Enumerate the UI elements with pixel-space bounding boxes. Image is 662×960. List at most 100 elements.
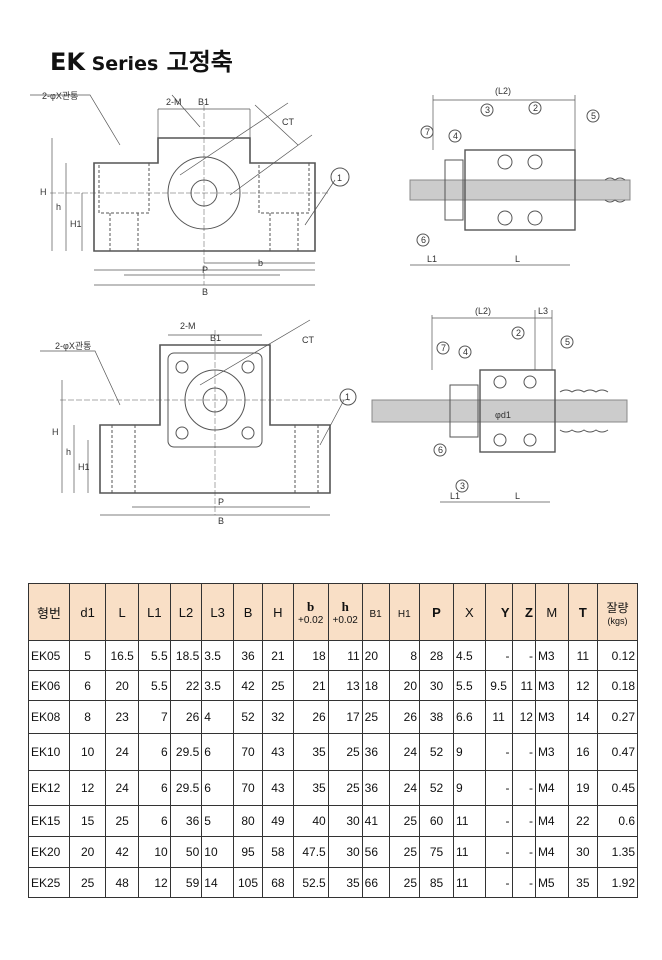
H1-label: H1 xyxy=(70,219,82,229)
table-cell: 11 xyxy=(511,670,536,701)
l1-label: L1 xyxy=(427,254,437,264)
table-cell: 5.5 xyxy=(138,640,171,671)
table-cell: 22 xyxy=(567,805,598,837)
table-cell: 52 xyxy=(419,770,454,806)
table-cell: 36 xyxy=(232,640,264,671)
table-cell: 40 xyxy=(292,805,329,837)
table-cell: 25 xyxy=(388,836,421,868)
part-label: 7 xyxy=(441,343,446,353)
top-left-front-view-drawing: 2-φX관통 2-M B1 CT H h H1 b P B 1 xyxy=(30,91,350,297)
table-cell: EK20 xyxy=(28,836,70,868)
table-cell: 26 xyxy=(169,700,203,734)
b-label: b xyxy=(258,258,263,268)
header-T: T xyxy=(567,583,598,641)
b1-label: B1 xyxy=(210,333,221,343)
table-header-row: 형번 d1 L L1 L2 L3 B H b+0.02 h+0.02 B1 H1… xyxy=(28,583,639,641)
table-cell: 20 xyxy=(68,836,107,868)
header-H1: H1 xyxy=(388,583,421,641)
table-cell: EK05 xyxy=(28,640,70,671)
table-cell: 6 xyxy=(138,805,171,837)
ct-label: CT xyxy=(302,335,314,345)
table-cell: 6 xyxy=(138,770,171,806)
table-cell: - xyxy=(484,805,513,837)
table-cell: 80 xyxy=(232,805,264,837)
part-label: 3 xyxy=(485,105,490,115)
table-cell: 56 xyxy=(361,836,390,868)
table-cell: 29.5 xyxy=(169,733,203,771)
table-cell: 0.18 xyxy=(596,670,639,701)
part-label: 2 xyxy=(533,103,538,113)
header-weight-unit: (kgs) xyxy=(607,615,628,626)
table-cell: 25 xyxy=(361,700,390,734)
table-cell: 21 xyxy=(262,640,294,671)
table-cell: 15 xyxy=(68,805,107,837)
header-B1: B1 xyxy=(361,583,390,641)
table-cell: 25 xyxy=(388,867,421,898)
title-korean: 고정축 xyxy=(158,48,233,76)
table-cell: 24 xyxy=(105,770,140,806)
table-cell: M3 xyxy=(534,670,569,701)
table-cell: 70 xyxy=(232,770,264,806)
table-cell: 50 xyxy=(169,836,203,868)
table-cell: 95 xyxy=(232,836,264,868)
table-cell: 36 xyxy=(169,805,203,837)
part-label: 5 xyxy=(565,337,570,347)
page-title: EK Series 고정축 xyxy=(50,42,233,77)
l1-label: L1 xyxy=(450,491,460,501)
title-main: EK xyxy=(50,48,85,76)
table-cell: - xyxy=(511,733,536,771)
part-label: 5 xyxy=(591,111,596,121)
table-cell: 12 xyxy=(68,770,107,806)
table-cell: 42 xyxy=(105,836,140,868)
table-cell: EK06 xyxy=(28,670,70,701)
header-L: L xyxy=(105,583,140,641)
table-cell: 25 xyxy=(105,805,140,837)
table-cell: 30 xyxy=(419,670,454,701)
header-Y: Y xyxy=(484,583,513,641)
header-weight-label: 잘량 xyxy=(606,600,629,615)
table-cell: 58 xyxy=(262,836,294,868)
table-cell: - xyxy=(484,640,513,671)
table-cell: 8 xyxy=(68,700,107,734)
table-cell: 38 xyxy=(419,700,454,734)
table-cell: 6.6 xyxy=(452,700,486,734)
table-cell: - xyxy=(511,770,536,806)
table-cell: 68 xyxy=(262,867,294,898)
table-cell: 10 xyxy=(68,733,107,771)
table-cell: 12 xyxy=(511,700,536,734)
table-cell: 13 xyxy=(327,670,363,701)
title-series: Series xyxy=(85,53,159,75)
table-cell: 36 xyxy=(361,733,390,771)
table-cell: 35 xyxy=(567,867,598,898)
table-cell: 14 xyxy=(201,867,234,898)
table-cell: 75 xyxy=(419,836,454,868)
l-label: L xyxy=(515,491,520,501)
table-cell: 11 xyxy=(452,836,486,868)
table-cell: 85 xyxy=(419,867,454,898)
spec-table: 형번 d1 L L1 L2 L3 B H b+0.02 h+0.02 B1 H1… xyxy=(28,583,639,898)
table-cell: 4 xyxy=(201,700,234,734)
table-cell: - xyxy=(511,836,536,868)
table-cell: 10 xyxy=(138,836,171,868)
table-cell: 16 xyxy=(567,733,598,771)
header-h-label: h xyxy=(341,598,349,614)
table-cell: 16.5 xyxy=(105,640,140,671)
table-cell: - xyxy=(511,805,536,837)
table-cell: 36 xyxy=(361,770,390,806)
table-cell: 25 xyxy=(262,670,294,701)
header-P: P xyxy=(419,583,454,641)
table-cell: 70 xyxy=(232,733,264,771)
table-cell: 5.5 xyxy=(138,670,171,701)
table-cell: 43 xyxy=(262,733,294,771)
table-cell: 7 xyxy=(138,700,171,734)
B-label: B xyxy=(202,287,208,297)
table-cell: 43 xyxy=(262,770,294,806)
header-M: M xyxy=(534,583,569,641)
table-cell: 49 xyxy=(262,805,294,837)
part-label: 6 xyxy=(421,235,426,245)
table-cell: M4 xyxy=(534,836,569,868)
header-d1: d1 xyxy=(68,583,107,641)
